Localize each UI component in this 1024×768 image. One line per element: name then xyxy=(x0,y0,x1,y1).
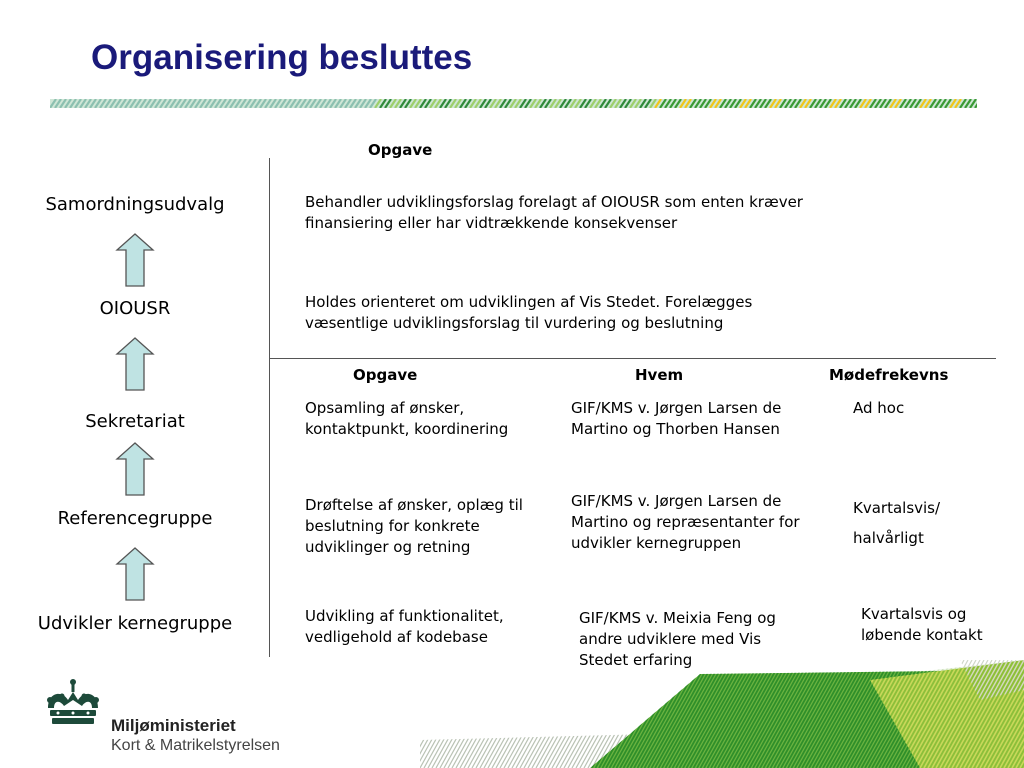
referencegruppe-opgave: Drøftelse af ønsker, oplæg til beslutnin… xyxy=(305,496,523,556)
sekretariat-opgave: Opsamling af ønsker, kontaktpunkt, koord… xyxy=(305,399,509,438)
up-arrow-icon xyxy=(115,233,155,287)
crown-icon xyxy=(47,679,99,724)
udvikler-opgave: Udvikling af funktionalitet, vedligehold… xyxy=(305,607,504,646)
page-title: Organisering besluttes xyxy=(91,38,473,77)
up-arrow-icon xyxy=(115,547,155,601)
decorative-stripes xyxy=(420,660,1024,768)
level-referencegruppe: Referencegruppe xyxy=(57,508,213,529)
top-header-opgave: Opgave xyxy=(368,141,433,159)
title-decorative-band xyxy=(50,99,977,108)
samordningsudvalg-task: Behandler udviklingsforslag forelagt af … xyxy=(305,193,803,232)
logo-agency-name: Kort & Matrikelstyrelsen xyxy=(111,737,280,754)
column-header-modefrekvens: Mødefrekevns xyxy=(829,366,949,384)
udvikler-hvem: GIF/KMS v. Meixia Feng og andre udvikler… xyxy=(579,609,776,669)
level-samordningsudvalg: Samordningsudvalg xyxy=(45,194,225,215)
column-header-opgave: Opgave xyxy=(353,366,418,384)
sekretariat-hvem: GIF/KMS v. Jørgen Larsen de Martino og T… xyxy=(571,399,782,438)
up-arrow-icon xyxy=(115,442,155,496)
level-sekretariat: Sekretariat xyxy=(85,411,185,432)
udvikler-frekvens: Kvartalsvis og løbende kontakt xyxy=(861,605,983,644)
sekretariat-frekvens: Ad hoc xyxy=(853,399,905,417)
column-header-hvem: Hvem xyxy=(635,366,684,384)
up-arrow-icon xyxy=(115,337,155,391)
horizontal-divider xyxy=(269,358,996,359)
logo-ministry-name: Miljøministeriet xyxy=(111,716,236,735)
level-udvikler-kernegruppe: Udvikler kernegruppe xyxy=(37,613,233,634)
level-oiousr: OIOUSR xyxy=(99,298,171,319)
referencegruppe-frekvens: Kvartalsvis/ halvårligt xyxy=(853,499,941,547)
referencegruppe-hvem: GIF/KMS v. Jørgen Larsen de Martino og r… xyxy=(571,492,800,552)
oiousr-task: Holdes orienteret om udviklingen af Vis … xyxy=(305,293,753,332)
vertical-divider xyxy=(269,158,270,657)
